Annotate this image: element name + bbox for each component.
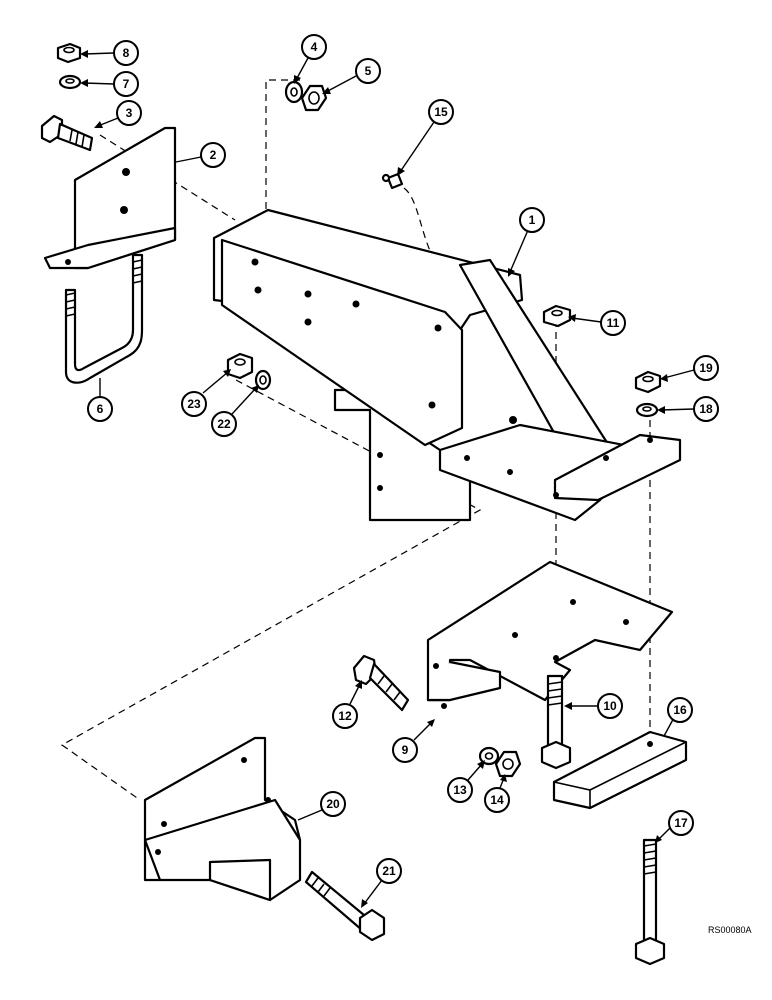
callout-2: 2 xyxy=(175,142,226,168)
callout-label: 20 xyxy=(326,797,340,811)
callout-label: 19 xyxy=(699,361,713,375)
part-8-nut xyxy=(56,42,82,64)
callout-label: 8 xyxy=(123,46,130,60)
callout-11: 11 xyxy=(568,310,626,336)
callout-22: 22 xyxy=(211,385,259,437)
callout-label: 14 xyxy=(490,793,504,807)
callout-label: 13 xyxy=(453,783,467,797)
part-17-long-bolt xyxy=(634,838,666,966)
callout-15: 15 xyxy=(397,99,454,176)
callout-1: 1 xyxy=(508,207,545,277)
part-2-plate xyxy=(43,126,177,270)
callout-10: 10 xyxy=(564,693,623,719)
callout-5: 5 xyxy=(322,58,381,94)
callout-label: 17 xyxy=(674,816,688,830)
callout-label: 10 xyxy=(603,699,617,713)
part-15-grease-fitting xyxy=(381,172,404,190)
part-16-clamp-plate xyxy=(552,730,688,810)
callout-6: 6 xyxy=(87,378,113,422)
part-18-lockwasher xyxy=(635,402,659,418)
callout-label: 6 xyxy=(97,402,104,416)
part-7-lockwasher xyxy=(58,74,82,90)
callout-20: 20 xyxy=(297,791,346,821)
part-5-nut xyxy=(300,84,328,112)
callout-label: 23 xyxy=(187,397,201,411)
part-20-angle-bracket xyxy=(143,736,302,902)
part-11-nut xyxy=(542,304,572,328)
callout-17: 17 xyxy=(655,810,694,843)
callout-layer: 8 7 3 2 4 xyxy=(80,34,719,908)
callout-16: 16 xyxy=(663,697,693,737)
callout-label: 11 xyxy=(607,316,620,330)
callout-label: 16 xyxy=(673,703,687,717)
part-4-lockwasher xyxy=(284,80,304,104)
callout-label: 15 xyxy=(434,105,448,119)
callout-label: 12 xyxy=(338,709,352,723)
part-12-bolt xyxy=(352,654,410,712)
callout-3: 3 xyxy=(94,100,142,128)
callout-label: 1 xyxy=(529,213,536,227)
callout-4: 4 xyxy=(294,34,327,84)
callout-label: 7 xyxy=(123,77,130,91)
callout-label: 18 xyxy=(699,402,713,416)
part-13-lockwasher xyxy=(478,746,500,766)
callout-19: 19 xyxy=(660,355,719,382)
callout-label: 3 xyxy=(126,106,133,120)
callout-label: 22 xyxy=(217,417,231,431)
part-6-u-bolt xyxy=(64,253,144,384)
callout-8: 8 xyxy=(80,40,139,66)
part-19-nut xyxy=(634,370,662,394)
callout-9: 9 xyxy=(392,719,435,763)
callout-23: 23 xyxy=(181,369,231,417)
callout-7: 7 xyxy=(80,71,139,97)
callout-13: 13 xyxy=(447,760,485,803)
drawing-reference-code: RS00080A xyxy=(708,925,752,935)
callout-12: 12 xyxy=(332,680,362,729)
callout-18: 18 xyxy=(657,396,719,422)
part-1-main-bracket xyxy=(212,208,682,522)
callout-21: 21 xyxy=(361,858,402,908)
callout-label: 5 xyxy=(365,64,372,78)
part-21-bolt xyxy=(304,870,386,942)
callout-14: 14 xyxy=(484,774,510,813)
part-9-mount-bracket xyxy=(426,560,674,709)
part-10-bolt xyxy=(540,674,572,770)
callout-label: 21 xyxy=(382,864,396,878)
part-14-nut xyxy=(494,750,522,778)
part-22-lockwasher xyxy=(254,369,272,391)
callout-label: 9 xyxy=(402,743,409,757)
callout-label: 2 xyxy=(210,148,217,162)
part-3-bolt xyxy=(40,114,94,152)
part-23-nut xyxy=(226,352,254,380)
callout-label: 4 xyxy=(311,40,318,54)
